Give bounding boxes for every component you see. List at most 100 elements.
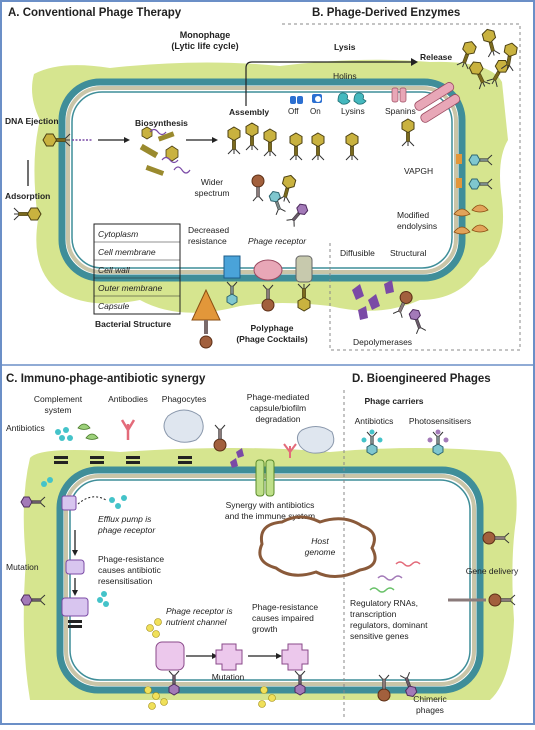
diffusible-label: Diffusible: [340, 248, 375, 258]
gene-delivery-label: Gene delivery: [466, 566, 519, 576]
synergy-label-1: Synergy with antibiotics: [226, 500, 315, 510]
regulatory-rnas: [369, 561, 421, 593]
mutation-left-label: Mutation: [6, 562, 39, 572]
on-label: On: [310, 107, 321, 116]
phage-receptor-label: Phage receptor: [248, 236, 307, 246]
legend-cell-membrane: Cell membrane: [98, 247, 156, 257]
legend-outer-membrane: Outer membrane: [98, 283, 163, 293]
synergy-channel: [255, 459, 275, 497]
antibiotics-d-label: Antibiotics: [355, 416, 394, 426]
chimeric-label-2: phages: [416, 705, 444, 715]
degradation-label-2: capsule/biofilm: [250, 403, 306, 413]
panel-c-title: C. Immuno-phage-antibiotic synergy: [6, 373, 206, 385]
impaired-label-3: growth: [252, 624, 278, 634]
receptor-gray: [295, 255, 313, 312]
holin-proteins: [290, 94, 322, 104]
efflux-pump: [20, 477, 127, 511]
receptor-blue: [223, 255, 241, 306]
phagocytes-label: Phagocytes: [162, 394, 206, 404]
legend-capsule: Capsule: [98, 301, 129, 311]
modified-endolysins-label-2: endolysins: [397, 221, 437, 231]
lytic-cycle-label: (Lytic life cycle): [171, 41, 238, 51]
decreased-resistance-label-2: resistance: [188, 236, 227, 246]
impaired-label-2: causes impaired: [252, 613, 314, 623]
dna-ejection-label: DNA Ejection: [5, 116, 59, 126]
phagocyte-icon: [163, 409, 204, 443]
adsorption-label: Adsorption: [5, 191, 50, 201]
modified-endolysins-label-1: Modified: [397, 210, 429, 220]
resensitisation-label-1: Phage-resistance: [98, 554, 164, 564]
structural-label: Structural: [390, 248, 426, 258]
nutrient-label-1: Phage receptor is: [166, 606, 233, 616]
complement-icon: [77, 423, 99, 440]
vapgh-phages: [456, 154, 493, 190]
antibiotic-dots: [55, 427, 73, 441]
polyphage-cone: [191, 288, 221, 349]
resensitisation-label-3: resensitisation: [98, 576, 153, 586]
decreased-resistance-label-1: Decreased: [188, 225, 229, 235]
depolymerases-label: Depolymerases: [353, 337, 412, 347]
legend-cell-wall: Cell wall: [98, 265, 131, 275]
host-genome-label-1: Host: [311, 536, 329, 546]
resensitisation-label-2: causes antibiotic: [98, 565, 162, 575]
resistance-pathway: [20, 530, 109, 628]
biosynthesis-parts: [139, 126, 191, 176]
wider-spectrum-label-1: Wider: [201, 177, 223, 187]
wider-spectrum-label-2: spectrum: [195, 188, 230, 198]
polyphage-label: Polyphage: [251, 323, 294, 333]
panel-b-title: B. Phage-Derived Enzymes: [312, 7, 460, 19]
panel-d-title: D. Bioengineered Phages: [352, 373, 491, 385]
efflux-label-2: phage receptor: [97, 525, 156, 535]
receptor-pink: [253, 259, 283, 312]
regulatory-label-2: transcription: [350, 609, 397, 619]
monophage-label: Monophage: [180, 30, 231, 40]
lysins-label: Lysins: [341, 106, 365, 116]
degradation-phage: [213, 424, 335, 468]
phage-cocktails-label: (Phage Cocktails): [236, 334, 307, 344]
photosensitisers-label: Photosensitisers: [409, 416, 471, 426]
vapgh-label: VAPGH: [404, 166, 433, 176]
structure-legend-box: [93, 223, 181, 315]
legend-title: Bacterial Structure: [95, 319, 171, 329]
nutrient-channel: [144, 618, 309, 710]
panel-b-dashed-box: [282, 23, 521, 351]
chimeric-label-1: Chimeric: [413, 694, 447, 704]
holins-label: Holins: [333, 71, 357, 81]
off-label: Off: [288, 107, 299, 116]
impaired-label-1: Phage-resistance: [252, 602, 318, 612]
assembly-label: Assembly: [229, 107, 269, 117]
carrier-phages: [361, 429, 449, 456]
antibodies-label: Antibodies: [108, 394, 148, 404]
regulatory-label-3: regulators, dominant: [350, 620, 428, 630]
phage-carriers-label: Phage carriers: [364, 396, 423, 406]
complement-label-2: system: [45, 405, 72, 415]
efflux-label-1: Efflux pump is: [98, 514, 152, 524]
regulatory-label-1: Regulatory RNAs,: [350, 598, 418, 608]
degradation-label-1: Phage-mediated: [247, 392, 310, 402]
release-label: Release: [420, 52, 452, 62]
degradation-label-3: degradation: [256, 414, 301, 424]
spanin-bar: [414, 82, 461, 123]
nutrient-label-2: nutrient channel: [166, 617, 228, 627]
synergy-label-2: and the immune system: [225, 511, 315, 521]
regulatory-label-4: sensitive genes: [350, 631, 409, 641]
host-genome: [258, 515, 377, 578]
spanin-shapes: [391, 87, 407, 103]
lysis-label: Lysis: [334, 42, 356, 52]
modified-endolysin-shapes: [453, 204, 489, 235]
gene-delivery-phage: [448, 593, 516, 607]
membrane-markers-top: [54, 456, 192, 464]
mutation-bottom-label: Mutation: [212, 672, 245, 682]
antibody-icon: [120, 419, 136, 440]
biosynthesis-label: Biosynthesis: [135, 118, 188, 128]
antibiotics-c-label: Antibiotics: [6, 423, 45, 433]
panel-a-title: A. Conventional Phage Therapy: [8, 7, 182, 19]
spanins-label: Spanins: [385, 106, 416, 116]
adsorption-phage-icon: [13, 207, 42, 221]
host-genome-label-2: genome: [305, 547, 336, 557]
complement-label-1: Complement: [34, 394, 83, 404]
legend-cytoplasm: Cytoplasm: [98, 229, 138, 239]
depolymerase-shapes: [352, 280, 427, 335]
